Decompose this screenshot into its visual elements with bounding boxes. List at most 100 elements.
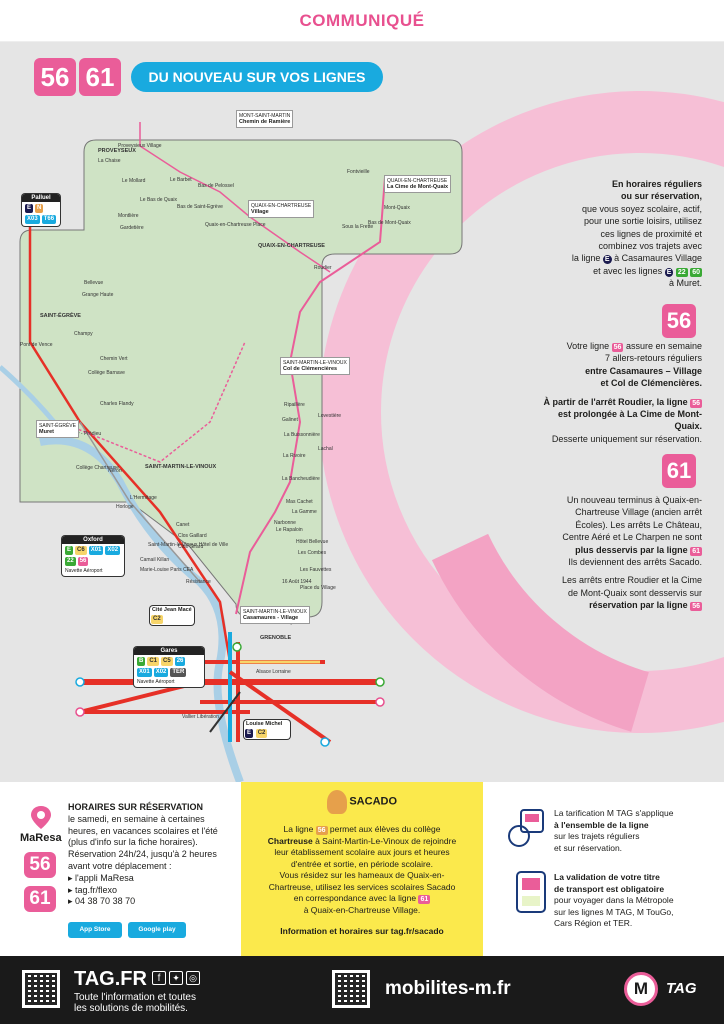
tarif-line: La tarification M TAG s'applique bbox=[554, 808, 674, 818]
map-place-label: Ripaillère bbox=[284, 402, 305, 408]
reservation-app-link[interactable]: l'appli MaResa bbox=[75, 872, 134, 883]
app-store-button[interactable]: App Store bbox=[68, 922, 122, 938]
stop-name: Chemin de Ramière bbox=[239, 119, 291, 125]
s61-line: plus desservis par la ligne bbox=[575, 544, 688, 555]
google-play-button[interactable]: Google play bbox=[128, 922, 186, 938]
sacado-logo: SACADO bbox=[349, 795, 398, 808]
map-place-label: Collège Chartreuse bbox=[76, 465, 120, 471]
intro-text: En horaires réguliers ou sur réservation… bbox=[540, 178, 702, 290]
map-place-label: Fontvieille bbox=[347, 169, 370, 175]
station-name: Cité Jean Macé bbox=[152, 607, 192, 613]
chip-61: 61 bbox=[690, 546, 702, 556]
chip-c6: C6 bbox=[75, 546, 87, 555]
validation-line: de transport est obligatoire bbox=[554, 883, 665, 894]
map-place-label: Grange Haute bbox=[82, 292, 114, 298]
section-61-text: Un nouveau terminus à Quaix-en- Chartreu… bbox=[540, 494, 702, 612]
map-place-label: Néron bbox=[108, 468, 122, 474]
bullet-icon: ▸ bbox=[68, 872, 76, 883]
map-place-label: Clos Gaillard bbox=[178, 533, 207, 539]
twitter-icon[interactable]: ✦ bbox=[169, 971, 183, 985]
page-title: COMMUNIQUÉ bbox=[299, 10, 425, 30]
sacado-line: permet aux élèves du collège bbox=[329, 824, 441, 834]
tram-e-line bbox=[28, 202, 232, 663]
map-place-label: 16 Août 1944 bbox=[282, 579, 312, 585]
map-place-label: La Gamme bbox=[292, 509, 317, 515]
map-place-label: Narbonne bbox=[274, 520, 296, 526]
map-place-label: Chemin Vert bbox=[100, 356, 128, 362]
tagline-line: les solutions de mobilités. bbox=[74, 1003, 188, 1014]
map-place-label: Bas de Saint-Egrève bbox=[177, 204, 223, 210]
line-badge-56: 56 bbox=[34, 58, 76, 96]
stop-muret: SAINT-ÉGRÈVE Muret bbox=[36, 420, 79, 438]
tram-network bbox=[79, 632, 380, 744]
map-place-label: Résistance bbox=[186, 579, 211, 585]
intro-line: En horaires réguliers bbox=[611, 179, 702, 189]
tarif-text: La tarification M TAG s'applique à l'ens… bbox=[554, 808, 704, 854]
footer: TAG.FR f ✦ ◎ Toute l'information et tout… bbox=[0, 956, 724, 1024]
map-place-label: Le Mollard bbox=[122, 178, 146, 184]
chip-e: E bbox=[65, 546, 74, 555]
map-place-label: Collège Barnave bbox=[88, 370, 125, 376]
mobilites-site-link[interactable]: mobilites-m.fr bbox=[385, 978, 511, 999]
chip-x03: X03 bbox=[25, 215, 40, 224]
badge-61: 61 bbox=[24, 886, 56, 912]
map-place-label: Charles Flandy bbox=[100, 401, 134, 407]
chip-61: 61 bbox=[418, 895, 431, 904]
stop-name: Village bbox=[251, 209, 269, 215]
stop-col-clemencieres: SAINT-MARTIN-LE-VINOUX Col de Clémencièr… bbox=[280, 357, 350, 375]
tag-site-link[interactable]: TAG.FR bbox=[74, 968, 147, 990]
network-map bbox=[0, 91, 724, 782]
map-place-label: Alsace Lorraine bbox=[256, 669, 291, 675]
s61-line: Ils deviennent des arrêts Sacado. bbox=[568, 557, 702, 568]
intro-line: à Casamaures Village bbox=[614, 253, 702, 264]
reservation-phone[interactable]: 04 38 70 38 70 bbox=[75, 896, 136, 907]
chip-c2: C2 bbox=[255, 729, 268, 738]
qr-code-icon[interactable] bbox=[22, 970, 60, 1008]
s61-line: de Mont-Quaix sont desservis sur bbox=[567, 587, 702, 598]
bullet-icon: ▸ bbox=[68, 896, 76, 907]
chip-t66: T66 bbox=[41, 215, 57, 224]
map-place-label: SAINT-MARTIN-LE-VINOUX bbox=[145, 464, 217, 470]
decor-ring-dark bbox=[431, 533, 650, 732]
reservation-line: Réservation 24h/24, jusqu'à 2 heures bbox=[68, 849, 217, 860]
m-logo: M bbox=[624, 972, 658, 1006]
tag-logo: TAG bbox=[666, 980, 697, 997]
road bbox=[79, 421, 201, 583]
sacado-info-link[interactable]: Information et horaires sur tag.fr/sacad… bbox=[280, 926, 444, 936]
chip-ter: TER bbox=[170, 668, 187, 677]
line-badge-61: 61 bbox=[79, 58, 121, 96]
map-place-label: Mont-Quaix bbox=[384, 205, 410, 211]
map-place-label: Les Combes bbox=[298, 550, 327, 556]
bus-ticket-icon bbox=[508, 809, 544, 847]
facebook-icon[interactable]: f bbox=[152, 971, 166, 985]
map-place-label: Bas de Pelossel bbox=[198, 183, 234, 189]
instagram-icon[interactable]: ◎ bbox=[186, 971, 200, 985]
reservation-web-link[interactable]: tag.fr/flexo bbox=[75, 884, 118, 895]
map-place-label: Roudier bbox=[314, 265, 332, 271]
sacado-line: d'entrée et sortie, en période scolaire. bbox=[291, 858, 433, 869]
reservation-line: avant votre déplacement : bbox=[68, 860, 172, 871]
tarif-line: à l'ensemble de la ligne bbox=[554, 819, 649, 830]
qr-code-icon[interactable] bbox=[332, 970, 370, 1008]
chip-navette: Navette Aéroport bbox=[65, 568, 103, 574]
station-lines: E N X03 T66 bbox=[22, 202, 60, 226]
s56-line: et Col de Clémencières. bbox=[600, 378, 702, 389]
station-name: Gares bbox=[134, 647, 204, 655]
map-place-label: Le Bas de Quaix bbox=[140, 197, 177, 203]
validation-line: Cars Région et TER. bbox=[554, 918, 633, 928]
map-place-label: Champy bbox=[74, 331, 93, 337]
station-lines: B C1 C5 26 X01 X02 TER Navette Aéroport bbox=[134, 655, 204, 687]
map-pin-icon bbox=[31, 806, 51, 829]
map-place-label: Camail Killan bbox=[140, 557, 170, 563]
sacado-line: en correspondance avec la ligne bbox=[293, 893, 417, 903]
map-place-label: Hôtel Bellevue bbox=[296, 539, 329, 545]
validation-line: sur les lignes M TAG, M TouGo, bbox=[554, 906, 674, 917]
map-place-label: QUAIX-EN-CHARTREUSE bbox=[258, 243, 325, 249]
badge-56-side: 56 bbox=[662, 304, 696, 338]
reservation-title: HORAIRES SUR RÉSERVATION bbox=[68, 802, 204, 812]
tram-terminals bbox=[75, 642, 385, 747]
tarif-line: sur les trajets réguliers bbox=[554, 831, 640, 841]
s56-line: Desserte uniquement sur réservation. bbox=[551, 433, 702, 444]
station-lines: E C6 X01 X02 22 56 Navette Aéroport bbox=[62, 544, 124, 576]
stop-name: Muret bbox=[39, 429, 54, 435]
